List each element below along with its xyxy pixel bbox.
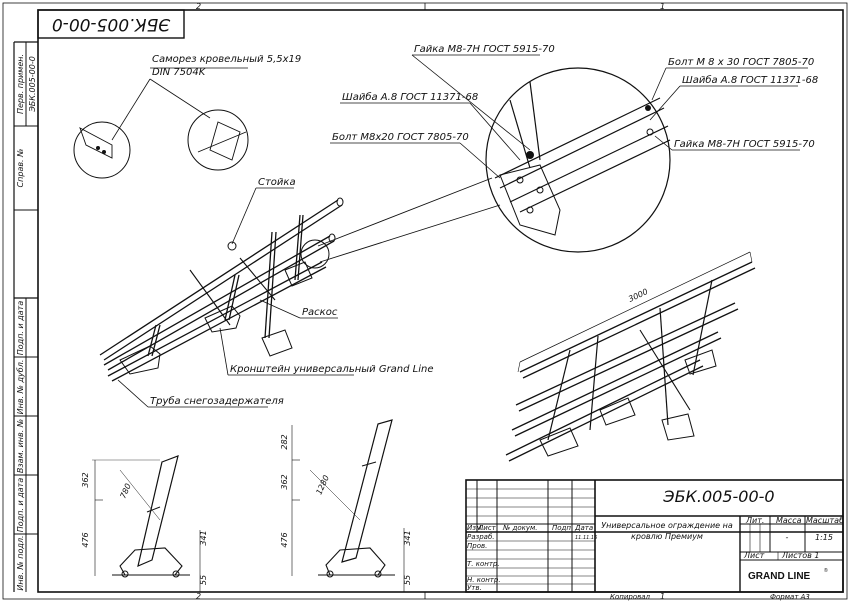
railing-main-view (99, 197, 344, 382)
inv-dubl-label: Инв. № дубл. (16, 360, 25, 415)
zoom-detail-circle (485, 67, 671, 253)
side-view-b (291, 419, 405, 592)
tb-name-line2: кровлю Премиум (631, 532, 703, 541)
detail-circle-screw-2 (187, 109, 249, 171)
dim-b-341: 341 (403, 530, 412, 545)
tb-name-line1: Универсальное ограждение на (601, 521, 733, 530)
tb-podp: Подп. (552, 524, 573, 532)
tb-data: Дата (574, 524, 593, 532)
tb-col-lit: Лит. (745, 516, 764, 525)
leader-lines (111, 54, 808, 408)
detail-circle-screw-1 (73, 121, 131, 179)
tb-utv: Утв. (467, 584, 482, 592)
zone-label-top-right: 1 (660, 2, 665, 11)
tb-n-dokum: № докум. (502, 524, 538, 532)
tb-razrab: Разраб. (467, 533, 495, 541)
railing-right-view (505, 251, 756, 462)
dim-b-476: 476 (280, 532, 289, 547)
tb-n-kontr: Н. контр. (467, 576, 501, 584)
inv-podl-label: Инв. № подл. (16, 535, 25, 590)
perv-primen-label: Перв. примен. (16, 54, 25, 114)
left-strip: Перв. примен. ЭБК.005-00-0 Справ. № Подп… (13, 41, 38, 592)
tb-prov: Пров. (467, 542, 487, 550)
callout-kronshtein: Кронштейн универсальный Grand Line (230, 364, 434, 375)
title-block (465, 479, 844, 593)
dim-b-362: 362 (280, 474, 289, 489)
tb-date-value: 11.11.16 (575, 535, 597, 541)
title-doc-code: ЭБК.005-00-0 (662, 487, 774, 506)
podp-data-label-2: Подп. и дата (16, 478, 25, 533)
dim-a-362: 362 (81, 472, 90, 487)
dim-a-780: 780 (118, 482, 132, 500)
dim-a-341: 341 (199, 530, 208, 545)
callout-raskos: Раскос (302, 307, 338, 318)
dim-b-282: 282 (280, 434, 289, 449)
dim-a-55: 55 (199, 575, 208, 585)
footer-format: Формат А3 (770, 593, 810, 601)
tb-sheets-label: Листов 1 (781, 551, 820, 560)
tb-izm: Изм. (467, 524, 483, 532)
tb-sheet-label: Лист (743, 551, 765, 560)
perv-primen-code: ЭБК.005-00-0 (28, 56, 37, 113)
brand-logo-text: GRAND LINE (748, 571, 811, 582)
brand-registered-mark: ® (824, 567, 828, 574)
callout-bolt-m8x30: Болт М 8 х 30 ГОСТ 7805-70 (668, 57, 814, 68)
callout-truba: Труба снегозадержателя (150, 395, 284, 407)
callout-gaika-top: Гайка М8-7Н ГОСТ 5915-70 (414, 44, 555, 55)
dim-a-476: 476 (81, 532, 90, 547)
zone-label-bottom-right: 1 (660, 592, 665, 601)
callout-shaiba-left: Шайба А.8 ГОСТ 11371-68 (342, 91, 478, 103)
dim-length: 3000 (627, 287, 649, 304)
callout-gaika-right: Гайка М8-7Н ГОСТ 5915-70 (674, 139, 815, 150)
zoom-detail-content (494, 81, 671, 236)
zone-label-bottom-left: 2 (196, 592, 201, 601)
stamp-box (37, 9, 185, 39)
tb-col-masshtab: Масштаб (806, 516, 844, 525)
stamp-code: ЭБК.005-00-0 (52, 14, 171, 34)
tb-list: Лист (477, 524, 497, 532)
callout-samorez-line2: DIN 7504K (152, 67, 207, 78)
tb-t-kontr: Т. контр. (467, 560, 500, 568)
callout-samorez-line1: Саморез кровельный 5,5х19 (152, 54, 301, 65)
zone-label-top-left: 2 (196, 2, 201, 11)
sprav-label: Справ. № (16, 149, 25, 188)
inner-frame (37, 9, 844, 593)
tb-masshtab-value: 1:15 (815, 533, 833, 542)
tb-col-massa: Масса (776, 516, 802, 525)
vzam-inv-label: Взам. инв. № (16, 419, 25, 473)
side-view-a (92, 455, 201, 592)
tb-massa-value: - (786, 533, 789, 542)
callout-bolt-m8x20: Болт М8х20 ГОСТ 7805-70 (332, 132, 469, 143)
podp-data-label-1: Подп. и дата (16, 301, 25, 356)
callout-stoika: Стойка (258, 177, 296, 188)
footer-kopiroval: Копировал (610, 593, 651, 601)
detail-marker-circle (300, 239, 330, 269)
dim-b-55: 55 (403, 575, 412, 585)
callout-shaiba-right: Шайба А.8 ГОСТ 11371-68 (682, 74, 818, 86)
